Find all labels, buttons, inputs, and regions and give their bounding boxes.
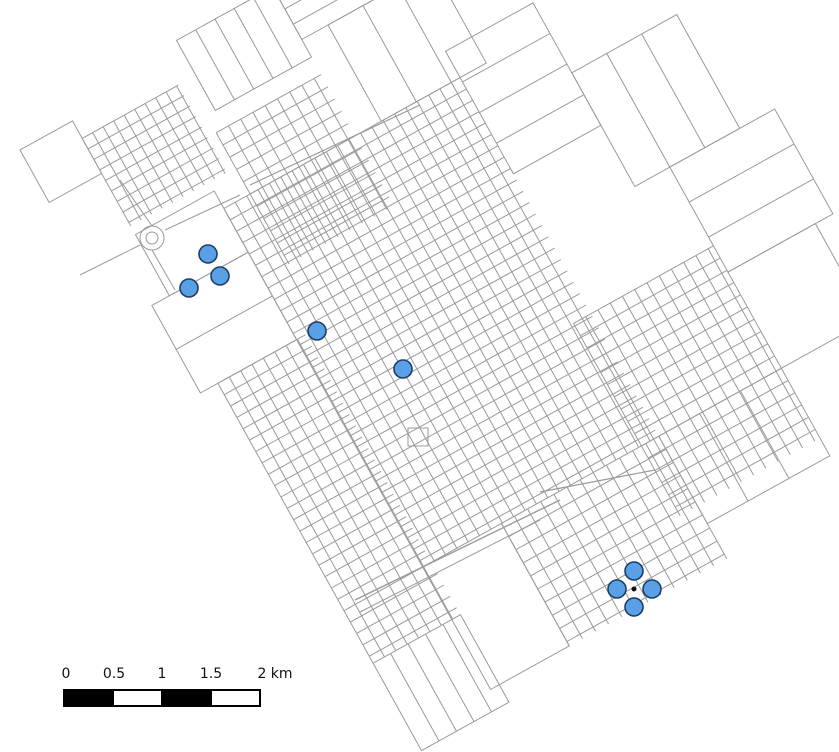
scale-label-0: 0 bbox=[62, 666, 71, 682]
scale-label-1: 1 bbox=[158, 666, 167, 682]
cluster-center-dot bbox=[631, 586, 637, 592]
scale-bar-segment-4 bbox=[210, 689, 261, 707]
scale-bar-segment-3 bbox=[161, 689, 212, 707]
map-marker-point-center[interactable] bbox=[393, 359, 413, 379]
map-marker-point-southeast-east[interactable] bbox=[642, 579, 662, 599]
scale-bar-segment-2 bbox=[112, 689, 163, 707]
map-marker-point-northwest-2[interactable] bbox=[210, 266, 230, 286]
map-marker-point-center-west[interactable] bbox=[307, 321, 327, 341]
map-marker-point-southeast-south[interactable] bbox=[624, 597, 644, 617]
scale-label-1-5: 1.5 bbox=[200, 666, 222, 682]
scale-label-2-km: 2 km bbox=[257, 666, 292, 682]
scale-bar-segment-1 bbox=[63, 689, 114, 707]
map-marker-point-northwest-1[interactable] bbox=[198, 244, 218, 264]
scale-bar: 0 0.5 1 1.5 2 km bbox=[62, 666, 293, 707]
street-network bbox=[19, 0, 839, 752]
point-markers[interactable] bbox=[179, 244, 662, 617]
map-marker-point-northwest-3[interactable] bbox=[179, 278, 199, 298]
map-marker-point-southeast-west[interactable] bbox=[607, 579, 627, 599]
map-marker-point-southeast-north[interactable] bbox=[624, 561, 644, 581]
scale-label-0-5: 0.5 bbox=[103, 666, 125, 682]
